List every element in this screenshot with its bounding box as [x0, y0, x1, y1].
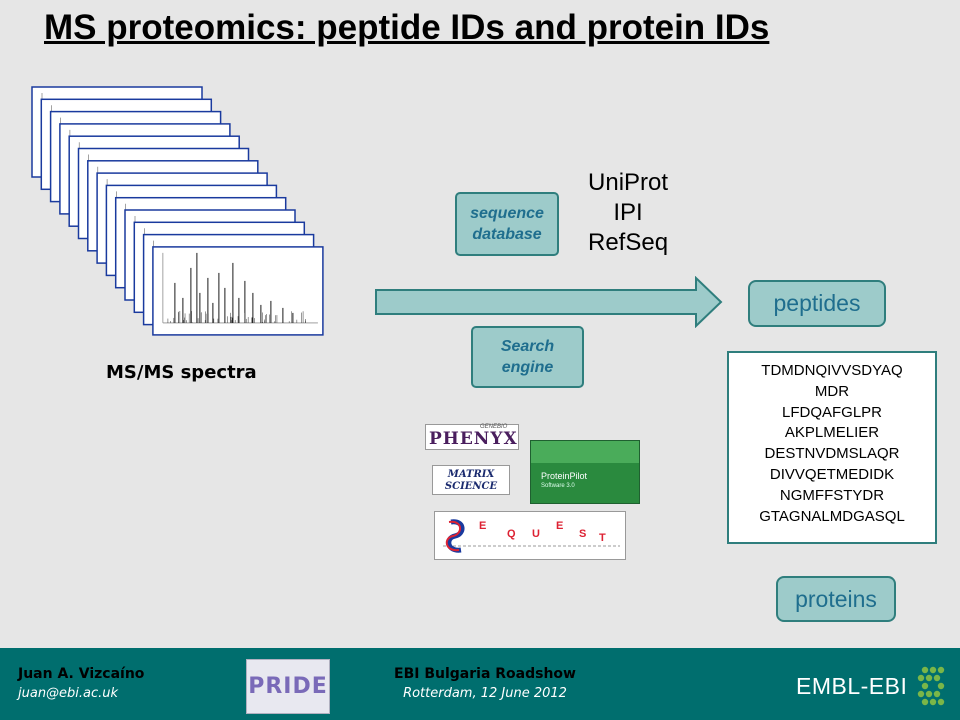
phenyx-logo: GENEBIO PHENYX: [425, 424, 519, 450]
footer-author: Juan A. Vizcaíno: [18, 666, 145, 682]
matrix-logo-line2: SCIENCE: [444, 481, 498, 492]
phenyx-logo-text: PHENYX: [429, 429, 518, 449]
embl-ebi-logo-text: EMBL-EBI: [796, 672, 908, 699]
footer-bar: [0, 648, 960, 720]
protein-pilot-logo: ProteinPilot Software 3.0: [530, 440, 640, 504]
spectra-label: MS/MS spectra: [106, 362, 257, 383]
sequest-logo-graphic: [443, 519, 620, 553]
peptide-sequence: TDMDNQIVVSDYAQ: [761, 362, 903, 379]
search-engine-line2: engine: [501, 359, 554, 376]
pride-logo-text: PRIDE: [248, 674, 328, 699]
peptides-box: peptides: [748, 280, 886, 327]
sequest-letter: E: [556, 520, 564, 532]
search-engine-box: Search engine: [471, 326, 584, 388]
spectrum-card: [152, 246, 324, 336]
proteins-box: proteins: [776, 576, 896, 622]
sequest-letter: E: [479, 520, 487, 532]
sequest-letter: S: [579, 528, 587, 540]
embl-ebi-logo: EMBL-EBI: [796, 660, 947, 712]
peptide-sequence: NGMFFSTYDR: [779, 486, 885, 504]
phenyx-logo-small: GENEBIO: [480, 424, 508, 430]
flow-arrow: [375, 276, 723, 328]
proteins-label: proteins: [795, 585, 877, 612]
sequest-letter: U: [532, 528, 540, 540]
footer-email[interactable]: juan@ebi.ac.uk: [18, 686, 119, 701]
peptide-sequence: MDR: [814, 382, 850, 400]
pride-logo: PRIDE: [246, 659, 330, 714]
protein-pilot-logo-sub: Software 3.0: [541, 483, 575, 489]
sequest-logo: E Q U E S T: [434, 511, 626, 560]
footer-date: Rotterdam, 12 June 2012: [403, 686, 567, 701]
sequest-letter: T: [599, 532, 606, 544]
slide-title: MS proteomics: peptide IDs and protein I…: [44, 8, 770, 47]
database-refseq: RefSeq: [588, 229, 669, 256]
peptide-sequence-list: TDMDNQIVVSDYAQ MDR LFDQAFGLPR AKPLMELIER…: [727, 351, 937, 544]
database-uniprot: UniProt: [588, 169, 669, 196]
matrix-logo-line1: MATRIX: [447, 469, 495, 480]
search-engine-line1: Search: [500, 338, 555, 355]
peptides-label: peptides: [773, 290, 861, 316]
peptide-sequence: DIVVQETMEDIDK: [769, 465, 895, 483]
database-list: UniProt IPI RefSeq: [588, 168, 668, 258]
peptide-sequence: GTAGNALMDGASQL: [759, 507, 905, 525]
peptide-sequence: LFDQAFGLPR: [781, 403, 883, 421]
protein-pilot-logo-band: [531, 441, 639, 463]
peptide-sequence: AKPLMELIER: [784, 424, 880, 442]
database-ipi: IPI: [613, 199, 643, 226]
matrix-science-logo: MATRIX SCIENCE: [432, 465, 510, 495]
peptide-sequence: DESTNVDMSLAQR: [764, 445, 900, 463]
sequence-database-box: sequence database: [455, 192, 559, 256]
embl-hexagon-icon: [918, 666, 945, 706]
sequence-database-line2: database: [472, 226, 542, 243]
sequest-letter: Q: [507, 528, 516, 540]
sequence-database-line1: sequence: [470, 205, 544, 222]
ms-ms-spectra-stack: [31, 86, 324, 336]
protein-pilot-logo-text: ProteinPilot: [541, 471, 588, 481]
footer-event: EBI Bulgaria Roadshow: [394, 666, 576, 682]
